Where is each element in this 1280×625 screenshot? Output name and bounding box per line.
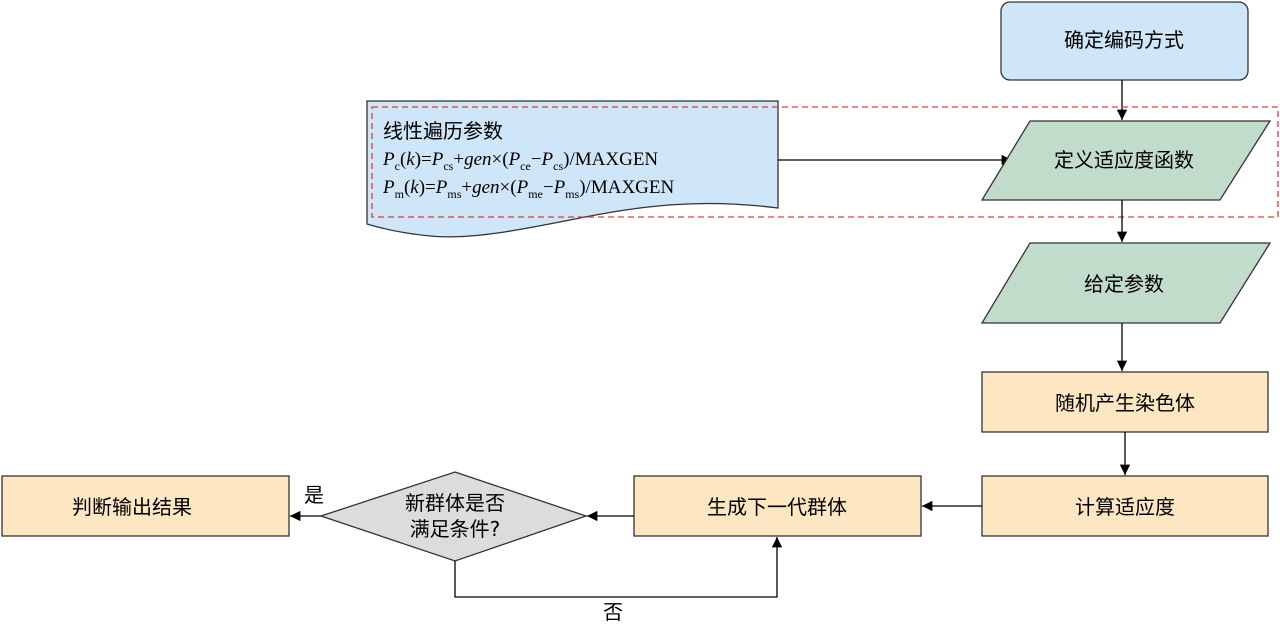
node-random-chrom-label: 随机产生染色体 bbox=[1055, 391, 1195, 415]
node-encode-label: 确定编码方式 bbox=[1064, 28, 1184, 52]
node-decision-line2: 满足条件? bbox=[410, 517, 501, 541]
node-params: 给定参数 bbox=[980, 242, 1272, 324]
node-fitness-def: 定义适应度函数 bbox=[980, 120, 1272, 201]
node-random-chrom: 随机产生染色体 bbox=[981, 371, 1269, 433]
node-output-label: 判断输出结果 bbox=[72, 495, 192, 519]
node-encode: 确定编码方式 bbox=[1000, 1, 1249, 81]
note-title: 线性遍历参数 bbox=[383, 119, 503, 143]
note-formula-pm: Pm(k)=Pms+gen×(Pme−Pms)/MAXGEN bbox=[382, 177, 674, 201]
node-next-gen: 生成下一代群体 bbox=[633, 475, 922, 537]
node-decision: 新群体是否 满足条件? bbox=[318, 471, 589, 562]
node-compute-fit: 计算适应度 bbox=[981, 475, 1269, 537]
node-next-gen-label: 生成下一代群体 bbox=[707, 495, 847, 519]
note-formula-pc: Pc(k)=Pcs+gen×(Pce−Pcs)/MAXGEN bbox=[382, 149, 658, 173]
node-params-label: 给定参数 bbox=[1084, 272, 1164, 296]
node-output: 判断输出结果 bbox=[1, 475, 290, 537]
node-compute-fit-label: 计算适应度 bbox=[1075, 495, 1175, 519]
edge-label-no: 否 bbox=[603, 600, 623, 624]
node-decision-line1: 新群体是否 bbox=[405, 491, 505, 515]
node-fitness-def-label: 定义适应度函数 bbox=[1054, 148, 1194, 172]
note-linear-params: 线性遍历参数 Pc(k)=Pcs+gen×(Pce−Pcs)/MAXGEN Pm… bbox=[366, 100, 779, 238]
dashed-group-box bbox=[371, 106, 1279, 218]
edge-label-yes: 是 bbox=[304, 483, 324, 507]
edge-decision-loop bbox=[454, 537, 783, 598]
